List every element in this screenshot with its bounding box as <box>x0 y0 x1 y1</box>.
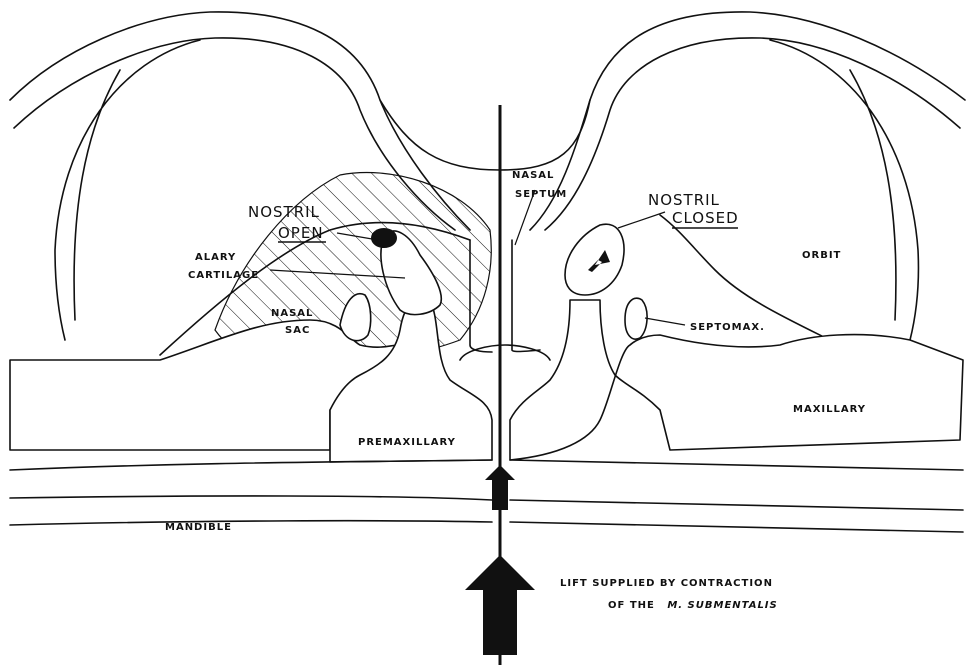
label-closed: CLOSED <box>672 209 739 227</box>
label-alary-1: ALARY <box>195 252 236 263</box>
label-nostril-left: NOSTRIL <box>248 203 320 221</box>
small-lift-arrow <box>485 465 515 510</box>
skull-inner-outline <box>14 38 960 230</box>
leader-closed <box>618 212 665 228</box>
label-lift-of-the: OF THE <box>608 600 655 611</box>
label-nasal-septum-2: SEPTUM <box>515 189 567 200</box>
orbit-right-outline <box>770 40 918 340</box>
label-nasal-septum-1: NASAL <box>512 170 554 181</box>
label-lift-line1: LIFT SUPPLIED BY CONTRACTION <box>560 578 773 589</box>
septomaxillary-right <box>625 298 647 339</box>
label-septomax: SEPTOMAX. <box>690 322 765 333</box>
septum-base <box>460 345 550 360</box>
label-open: OPEN <box>278 224 324 242</box>
label-mandible: MANDIBLE <box>165 522 232 533</box>
label-premaxillary: PREMAXILLARY <box>358 437 456 448</box>
mandible-upper-line <box>10 496 963 510</box>
label-maxillary: MAXILLARY <box>793 404 866 415</box>
label-nasal-sac-2: SAC <box>285 325 310 336</box>
skull-outline <box>10 12 965 230</box>
label-alary-2: CARTILAGE <box>188 270 259 281</box>
label-lift-muscle: M. SUBMENTALIS <box>667 600 777 611</box>
nostril-open-mark <box>371 228 397 248</box>
label-nasal-sac-1: NASAL <box>271 308 313 319</box>
orbit-left-outline <box>55 40 200 340</box>
leader-septomax <box>645 318 685 325</box>
alary-cartilage-right <box>565 224 624 295</box>
label-orbit: ORBIT <box>802 250 841 261</box>
mandible-lower-line <box>10 521 963 532</box>
label-nostril-right: NOSTRIL <box>648 191 720 209</box>
label-lift-line2: OF THE M. SUBMENTALIS <box>608 600 778 611</box>
big-lift-arrow <box>465 555 535 655</box>
upper-jaw-band <box>10 460 963 470</box>
